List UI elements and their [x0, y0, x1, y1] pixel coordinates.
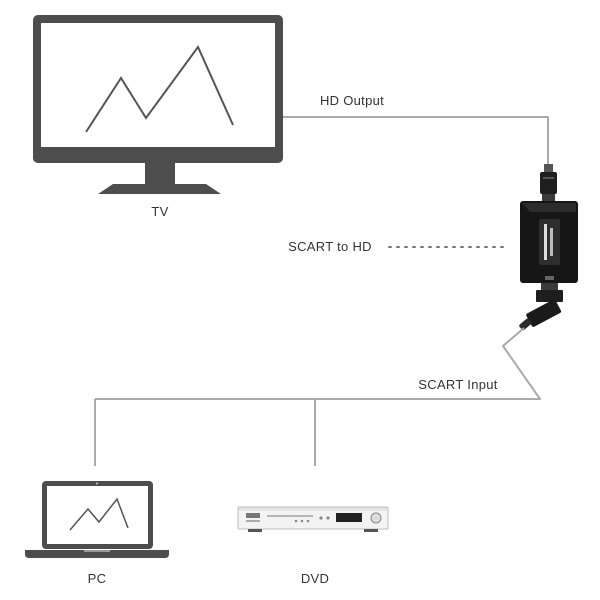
- converter-icon: [520, 201, 578, 283]
- converter-top-bevel: [522, 203, 576, 212]
- dvd-button: [294, 519, 298, 523]
- pc-label: PC: [88, 571, 107, 586]
- hd-output-cable: [283, 116, 549, 165]
- dvd-player-icon: [237, 506, 389, 532]
- scart-input-cable: [95, 327, 541, 400]
- tv-label: TV: [151, 204, 168, 219]
- dvd-disc-tray: [267, 515, 313, 517]
- dvd-foot-right: [364, 529, 378, 532]
- converter-face-print: [544, 224, 547, 260]
- dvd-button: [326, 516, 330, 520]
- hdmi-plug-tip: [542, 194, 555, 201]
- converter-face-panel: [539, 219, 560, 265]
- hd-output-label: HD Output: [320, 93, 384, 108]
- scart-plug-strain-relief: [519, 318, 532, 331]
- scart-plug-neck: [541, 283, 558, 291]
- scart-plug-housing: [526, 299, 562, 327]
- converter-label: SCART to HD: [288, 239, 372, 254]
- hdmi-plug-collar: [544, 164, 553, 172]
- converter-face-print: [550, 228, 553, 256]
- hdmi-plug-ridge: [543, 177, 554, 179]
- converter-bottom-tab: [545, 276, 554, 280]
- laptop-screen: [47, 486, 148, 544]
- dvd-button: [306, 519, 310, 523]
- tv-screen: [41, 23, 275, 147]
- dvd-body: [237, 506, 389, 530]
- dvd-label: DVD: [301, 571, 329, 586]
- dvd-button: [300, 519, 304, 523]
- hdmi-plug-icon: [540, 164, 557, 201]
- laptop-camera: [96, 482, 98, 485]
- dvd-foot-left: [248, 529, 262, 532]
- tv-screen-graph: [85, 45, 234, 133]
- laptop-screen-graph: [69, 497, 129, 531]
- tv-stand-neck: [145, 163, 175, 185]
- tv-stand-base: [98, 184, 221, 194]
- laptop-base-notch: [84, 550, 110, 552]
- dvd-knob: [370, 512, 382, 524]
- laptop-base: [25, 550, 169, 558]
- scart-input-label: SCART Input: [418, 377, 498, 392]
- tv-icon: [33, 15, 283, 194]
- dvd-logo: [246, 513, 260, 518]
- dvd-logo-sub: [246, 520, 260, 522]
- dvd-button: [319, 516, 323, 520]
- hdmi-plug-body: [540, 172, 557, 194]
- scart-plug-connector: [536, 290, 563, 302]
- dvd-top-edge: [238, 507, 388, 511]
- laptop-icon: [25, 481, 169, 558]
- scart-plug-icon: [519, 283, 563, 331]
- dvd-display: [336, 513, 362, 522]
